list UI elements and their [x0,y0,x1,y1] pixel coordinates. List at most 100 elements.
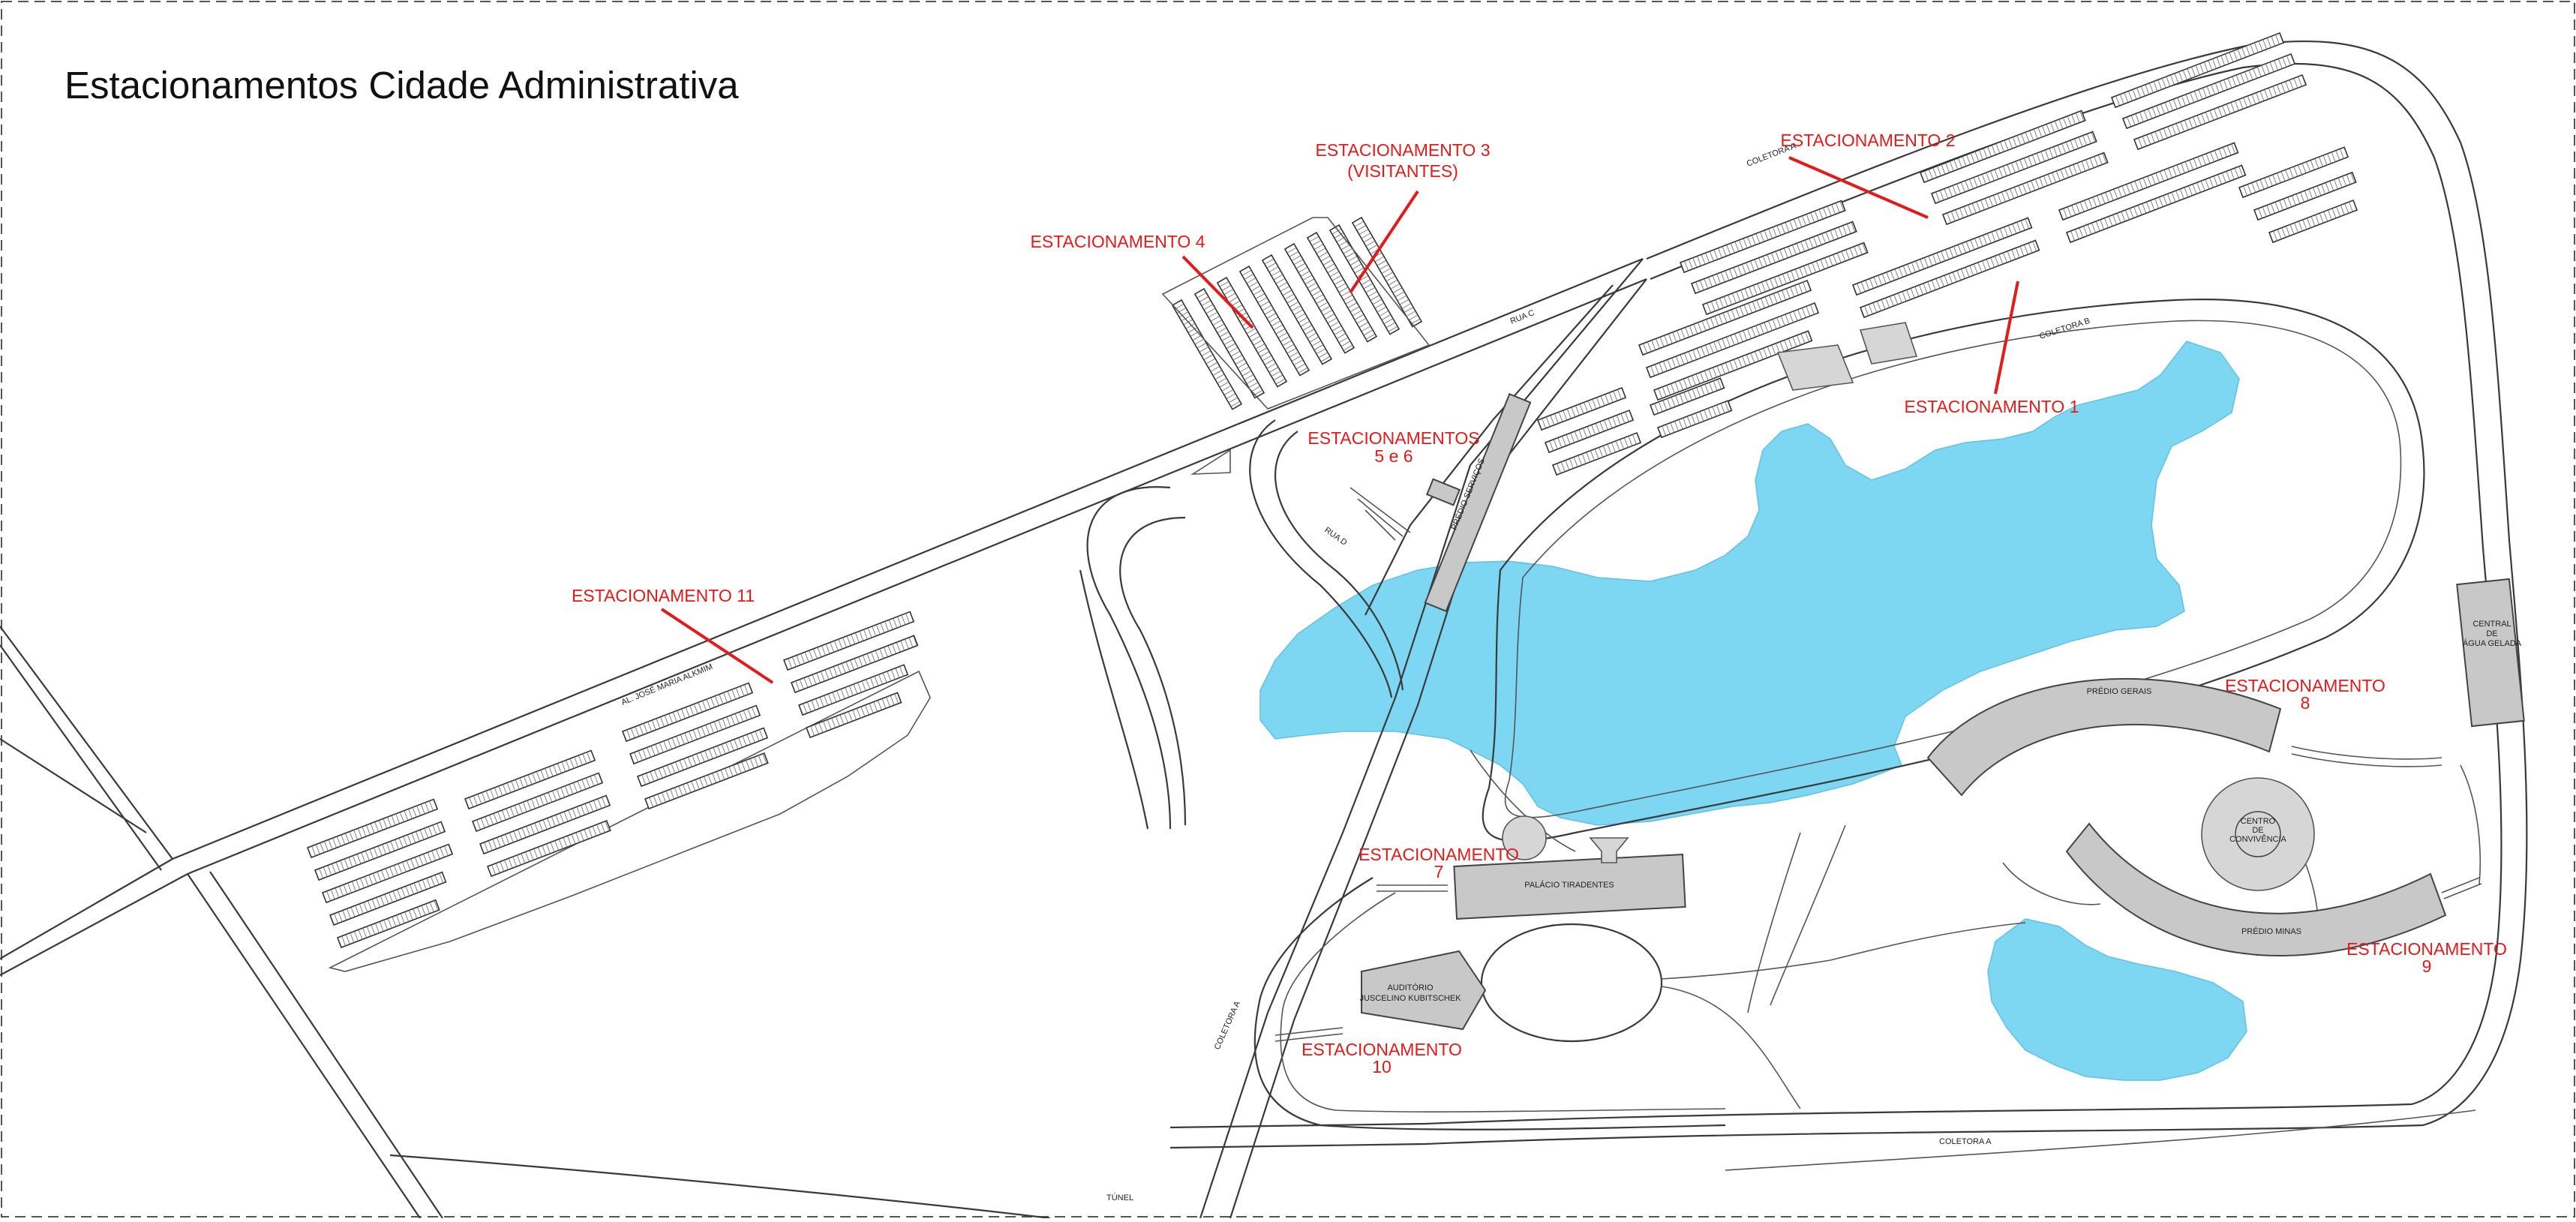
centro-convivencia-outer [2201,777,2315,891]
lot-11-row-stalls [326,845,449,902]
lot-11-row [336,899,440,949]
buildings [1190,322,2525,1042]
parking-8-stub [2291,746,2442,767]
label-convivencia-line3: CONVIVÊNCIA [2229,834,2286,844]
palacio-funnel [1589,837,1629,863]
parking-9-stub [2441,877,2482,899]
lot-1-row-stalls [1650,304,1815,377]
lot-3-4-row [1283,242,1356,354]
label-coletora-a-bottom: COLETORA A [1939,1137,1992,1146]
parking-7-stub [1377,884,1448,892]
label-auditorio-line2: JUSCELINO KUBITSCHEK [1359,994,1461,1003]
lot-11-row-stalls [484,797,606,853]
lot-11-row [644,752,769,810]
label-parking-3-line2: (VISITANTES) [1347,161,1458,181]
lot-1-row-stalls [1542,389,1622,429]
parking-shelter-a [1776,344,1854,391]
lot-11-row-stalls [319,823,441,879]
lot-11-row-stalls [810,693,899,737]
lot-1-row-stalls [1662,401,1730,437]
lot-1-row-stalls [1857,218,2030,294]
central-agua-gelada-building [2456,578,2525,728]
lot-11-row-stalls [634,707,756,763]
lot-3-4-row-stalls [1354,221,1421,325]
parking-5-6-spaces [1350,487,1411,541]
lot-2-row [1941,152,2109,226]
label-parking-4: ESTACIONAMENTO 4 [1030,232,1205,251]
lot-2-row-stalls [1924,111,2085,182]
lot-4-outline [1161,217,1431,410]
lot-2-row [1919,110,2086,184]
lot-3-4-row [1216,276,1288,388]
lot-11-row [797,664,909,716]
predio-minas-building [2065,822,2447,956]
lot-3-4-row-stalls [1286,247,1353,351]
lot-11-row [486,820,611,878]
lot-11-row-stalls [788,613,910,669]
lot-2-row [1930,131,2097,205]
lot-2-row-stalls [2127,55,2291,128]
parking-lots [306,32,2358,949]
label-parking-1: ESTACIONAMENTO 1 [1904,397,2079,416]
label-convivencia-line2: DE [2252,826,2263,835]
lot-2-row-stalls [1684,201,1845,272]
label-parking-10-line1: ESTACIONAMENTO [1302,1040,1462,1059]
lot-3-4-row [1351,216,1423,328]
lot-1-row [1656,400,1733,439]
lot-11-row-stalls [491,821,610,875]
lot-2-row-stalls [2138,76,2302,149]
leader-lines [660,156,2019,684]
page-title: Estacionamentos Cidade Administrativa [65,64,739,107]
lot-11-row-stalls [476,774,599,830]
palacio-tiradentes-building [1453,853,1686,920]
lot-2-row-stalls [1935,132,2096,203]
label-alameda: AL. JOSÉ MARIA ALKMIM [620,662,714,707]
label-parking-3-line1: ESTACIONAMENTO 3 [1315,140,1490,160]
lot-2-row-stalls [1707,243,1867,314]
lot-3-4-row [1238,265,1311,377]
label-predio-gerais: PRÉDIO GERAIS [2087,686,2152,696]
label-parking-10-line2: 10 [1372,1057,1392,1076]
lot-3-4-row-stalls [1196,292,1263,396]
lot-1-row-stalls [1658,332,1810,399]
label-parking-9-line2: 9 [2422,956,2432,976]
lot-2-row-stalls [1695,222,1856,293]
label-agua-line2: DE [2486,629,2497,638]
label-parking-8-line2: 8 [2301,693,2310,713]
auditorio-building [1361,950,1487,1031]
lot-2-row-stalls [2243,149,2344,197]
label-palacio: PALÁCIO TIRADENTES [1524,880,1614,890]
lot-2-row [2253,171,2357,221]
lot-11-row-stalls [641,729,764,785]
label-parking-7-line1: ESTACIONAMENTO [1359,845,1519,864]
traffic-island [1190,449,1231,475]
lot-2-row [2238,146,2349,199]
predio-servicos-building [1424,393,1532,612]
lot-11-row-stalls [334,872,444,924]
lot-1-row-stalls [1864,241,2037,317]
predio-servicos-annex [1425,478,1461,506]
lot-3-4-row [1171,299,1243,410]
parking-10-stub [1274,1027,1344,1042]
label-parking-5-6-line2: 5 e 6 [1374,446,1413,466]
lot-3-4-row [1261,254,1333,365]
lot-2-row-stalls [2273,202,2353,242]
label-convivencia-line1: CENTRO [2241,817,2276,826]
parking-labels: ESTACIONAMENTO 2 ESTACIONAMENTO 3 (VISIT… [572,131,2507,1076]
parking-shelter-b [1859,322,1918,365]
lot-1-row-stalls [2070,166,2244,242]
lot-11-row [790,635,919,694]
label-agua-line3: ÁGUA GELADA [2463,638,2522,648]
lot-1-row-stalls [1643,281,1807,354]
lot-11-row-stalls [626,684,749,740]
lot-1-row-stalls [1557,434,1637,474]
lot-1-row-stalls [2063,143,2236,219]
predio-gerais-building [1926,677,2282,797]
lot-11-row-stalls [341,900,439,947]
label-parking-2: ESTACIONAMENTO 2 [1780,131,1955,150]
label-coletora-a-top: COLETORA A [1746,141,1798,168]
centro-convivencia-inner [2235,811,2281,857]
lot-11-row-stalls [469,752,591,808]
lot-2-row [1679,200,1846,274]
palacio-dome [1502,815,1547,860]
